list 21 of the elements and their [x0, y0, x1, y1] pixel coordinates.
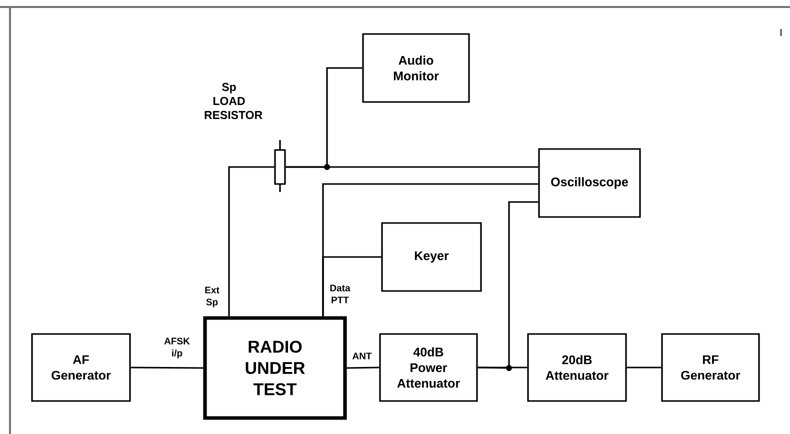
- connector-line: [286, 166, 538, 168]
- device-box: Keyer: [381, 222, 482, 292]
- device-box: 20dB Attenuator: [527, 333, 627, 402]
- port-label: Ext Sp: [205, 286, 220, 308]
- component-label: Sp LOAD RESISTOR: [204, 82, 262, 120]
- device-box: RADIO UNDER TEST: [203, 316, 347, 420]
- connector-line: [322, 256, 382, 316]
- device-box: Audio Monitor: [362, 33, 470, 103]
- device-box: 40dB Power Attenuator: [379, 333, 478, 402]
- connector-line: [346, 366, 380, 369]
- port-label: Data PTT: [330, 284, 350, 304]
- device-box: AF Generator: [31, 333, 131, 402]
- device-box: Oscilloscope: [538, 148, 641, 218]
- connector-line: [478, 366, 528, 368]
- port-label: ANT: [352, 352, 372, 360]
- connector-line: [130, 366, 204, 369]
- connector-line: [228, 166, 274, 316]
- device-box: RF Generator: [661, 333, 760, 402]
- resistor-symbol: [274, 139, 286, 193]
- connector-line: [626, 366, 662, 368]
- port-label: AFSK i/p: [164, 338, 190, 358]
